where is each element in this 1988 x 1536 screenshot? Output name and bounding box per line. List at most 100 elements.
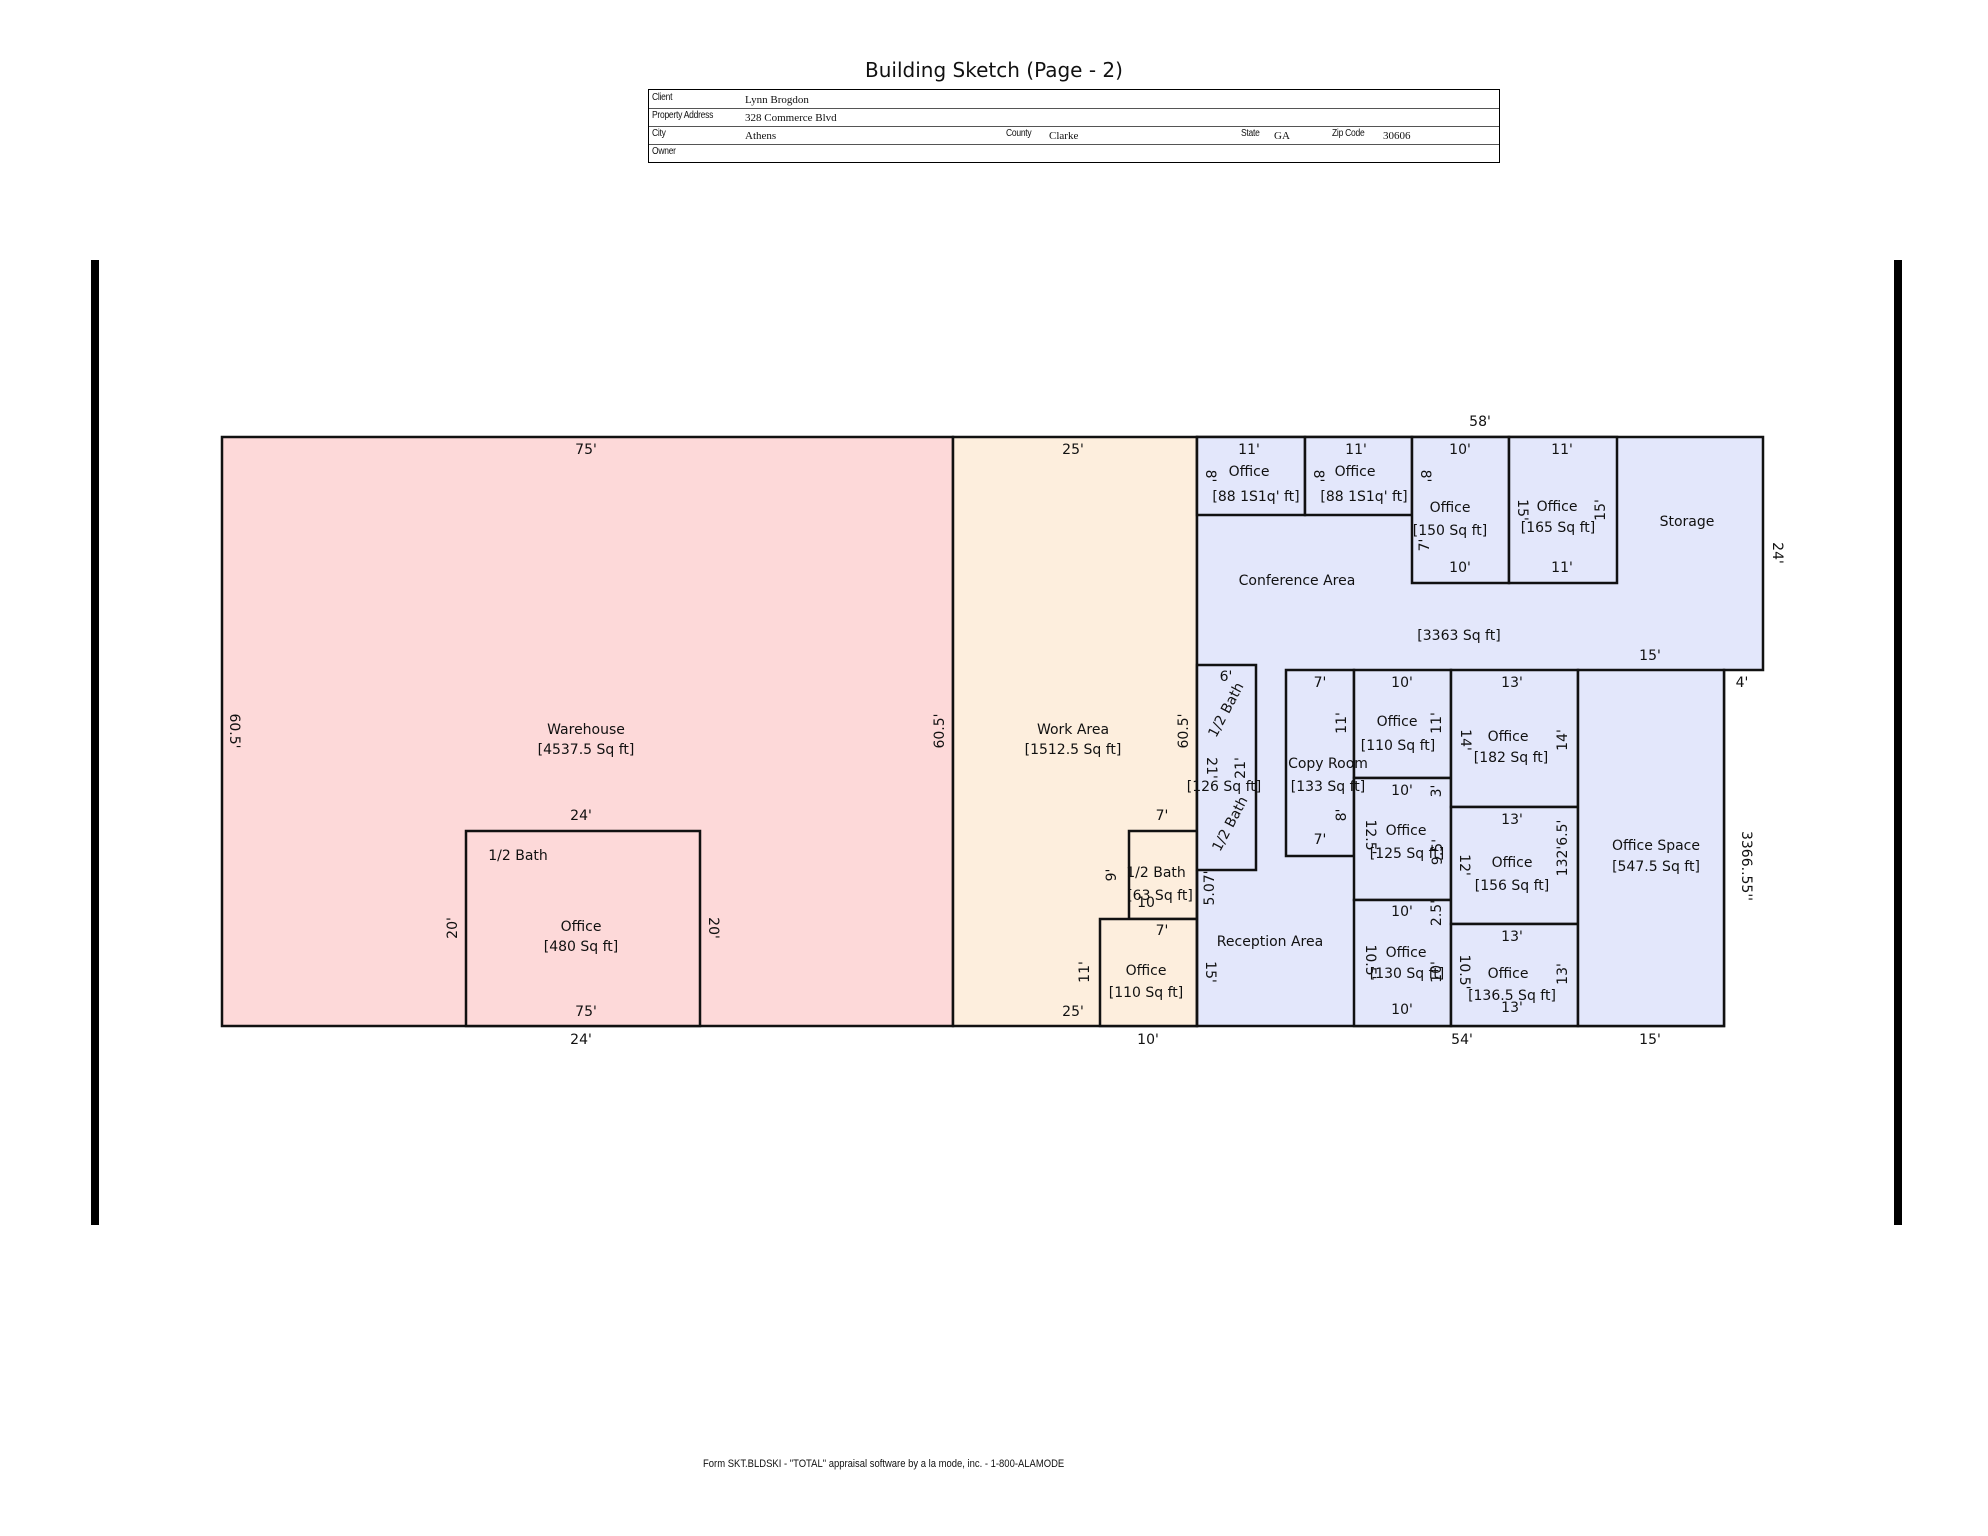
dim-label: 11' <box>1077 961 1093 983</box>
copy-room-area: [133 Sq ft] <box>1291 779 1366 795</box>
dim-label: 3' <box>1429 785 1445 798</box>
work-office-name: Office <box>1126 963 1167 979</box>
office-9-room[interactable] <box>1352 898 1453 1028</box>
zip-label: Zip Code <box>1332 128 1365 139</box>
office-10-name: Office <box>1488 966 1529 982</box>
dim-label: 10' <box>1449 560 1471 576</box>
bath-pair-area: [126 Sq ft] <box>1187 779 1262 795</box>
dim-label: 15' <box>1202 961 1218 983</box>
dim-label: 3366..55'' <box>1738 831 1754 901</box>
bath-pair-room[interactable] <box>1195 663 1258 872</box>
office-8-area: [156 Sq ft] <box>1475 878 1550 894</box>
office-8-room[interactable] <box>1449 805 1580 926</box>
dim-label: 9' <box>1104 869 1120 882</box>
office-2-name: Office <box>1335 464 1376 480</box>
county-value: Clarke <box>1049 130 1079 142</box>
copy-room-room[interactable] <box>1284 668 1356 858</box>
dim-label: 14' <box>1457 729 1473 751</box>
office-5-room[interactable] <box>1352 668 1453 780</box>
dim-label: 11' <box>1345 442 1367 458</box>
office-4-area: [165 Sq ft] <box>1521 520 1596 536</box>
dim-label: 60.5' <box>1176 713 1192 748</box>
state-value: GA <box>1274 130 1290 142</box>
office-4-name: Office <box>1537 499 1578 515</box>
office-7-area: [125 Sq ft] <box>1370 846 1445 862</box>
address-label: Property Address <box>652 110 714 121</box>
warehouse-office-room[interactable] <box>464 829 702 1028</box>
dim-label: 13' <box>1501 812 1523 828</box>
dim-label: 7' <box>1156 923 1169 939</box>
footer-text: Form SKT.BLDSKI - "TOTAL" appraisal soft… <box>703 1458 1065 1470</box>
copy-room-name: Copy Room <box>1288 756 1368 772</box>
dim-label: 10' <box>1429 961 1445 983</box>
dim-label: 75' <box>575 442 597 458</box>
dim-label: 11' <box>1334 712 1350 734</box>
work-area-name: Work Area <box>1037 722 1109 738</box>
page-title: Building Sketch (Page - 2) <box>865 58 1123 82</box>
dim-label: 8' <box>1310 470 1326 483</box>
dim-label: 15' <box>1593 499 1609 521</box>
office-10-room[interactable] <box>1449 922 1580 1028</box>
office-1-room[interactable] <box>1195 435 1307 517</box>
dim-label: 7' <box>1314 832 1327 848</box>
office-4-room[interactable] <box>1507 435 1619 585</box>
office-6-area: [182 Sq ft] <box>1474 750 1549 766</box>
dim-label: 4' <box>1736 675 1749 691</box>
work-bath-name: 1/2 Bath <box>1126 865 1186 881</box>
dim-label: 15' <box>1639 648 1661 664</box>
city-label: City <box>652 128 666 139</box>
dim-label: 5.07' <box>1202 870 1218 905</box>
office-9-name: Office <box>1386 945 1427 961</box>
dim-label: 7' <box>1314 675 1327 691</box>
dim-label: 10' <box>1391 675 1413 691</box>
work-bath-area: [63 Sq ft] <box>1127 888 1193 904</box>
header-row-owner: Owner <box>649 144 1499 162</box>
dim-label: 7' <box>1156 808 1169 824</box>
office-9-area: [130 Sq ft] <box>1370 966 1445 982</box>
dim-label: 11' <box>1238 442 1260 458</box>
dim-label: 10' <box>1137 1032 1159 1048</box>
dim-label: 11' <box>1551 560 1573 576</box>
dim-label: 2.5' <box>1429 900 1445 926</box>
work-office-room[interactable] <box>1098 917 1199 1028</box>
dim-label: 12' <box>1456 854 1472 876</box>
dim-label: 6' <box>1220 669 1233 685</box>
office-5-name: Office <box>1377 714 1418 730</box>
warehouse-office-name: Office <box>561 919 602 935</box>
dim-label: 75' <box>575 1004 597 1020</box>
office-space-name: Office Space <box>1612 838 1700 854</box>
left-frame-bar <box>91 260 99 1225</box>
dim-label: 8' <box>1202 470 1218 483</box>
client-label: Client <box>652 92 673 103</box>
warehouse-office-area: [480 Sq ft] <box>544 939 619 955</box>
dim-label: 7' <box>1417 539 1433 552</box>
storage-name: Storage <box>1660 514 1715 530</box>
office-3-room[interactable] <box>1410 435 1511 585</box>
warehouse-area: [4537.5 Sq ft] <box>538 742 635 758</box>
dim-label: 20' <box>705 917 721 939</box>
city-value: Athens <box>745 130 777 142</box>
dim-label: 25' <box>1062 1004 1084 1020</box>
header-row-city: City Athens County Clarke State GA Zip C… <box>649 126 1499 145</box>
office-space-room[interactable] <box>1576 668 1726 1028</box>
client-value: Lynn Brogdon <box>745 94 809 106</box>
dim-label: 10' <box>1391 904 1413 920</box>
dim-label: 10' <box>1391 783 1413 799</box>
dim-label: 10' <box>1391 1002 1413 1018</box>
dim-label: 11' <box>1429 712 1445 734</box>
dim-label: 8' <box>1417 470 1433 483</box>
dim-label: 14' <box>1555 729 1571 751</box>
dim-label: 13' <box>1501 1000 1523 1016</box>
work-area-area: [1512.5 Sq ft] <box>1025 742 1122 758</box>
office-6-room[interactable] <box>1449 668 1580 809</box>
dim-label: 15' <box>1639 1032 1661 1048</box>
dim-label: 25' <box>1062 442 1084 458</box>
office-10-area: [136.5 Sq ft] <box>1468 988 1556 1004</box>
dim-label: 8' <box>1334 809 1350 822</box>
office-8-name: Office <box>1492 855 1533 871</box>
header-table: Client Lynn Brogdon Property Address 328… <box>648 89 1500 163</box>
office-7-room[interactable] <box>1352 776 1453 902</box>
dim-label: 132'6.5' <box>1555 820 1571 877</box>
dim-label: 13' <box>1501 675 1523 691</box>
